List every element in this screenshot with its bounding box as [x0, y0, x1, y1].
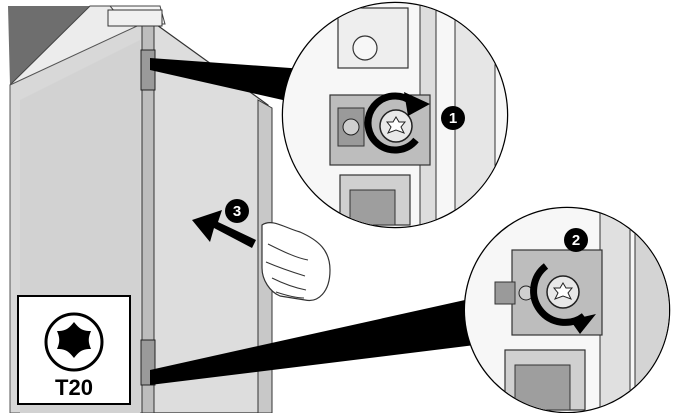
- callout-wedge-upper: [150, 58, 318, 105]
- step-2-badge: 2: [564, 228, 588, 252]
- rotation-arrowhead-upper: [404, 92, 430, 116]
- step-1-number: 1: [449, 110, 457, 127]
- upper-detail-callout: 1: [281, 1, 509, 229]
- torx-star-shape: [57, 322, 91, 358]
- rotation-arrowhead-lower: [570, 314, 596, 334]
- step-3-badge: 3: [225, 199, 249, 223]
- callout-wedge-lower: [150, 300, 475, 385]
- tool-indicator-box: T20: [17, 295, 131, 405]
- step-1-badge: 1: [441, 106, 465, 130]
- tool-label: T20: [55, 375, 93, 400]
- hand-illustration: [261, 221, 331, 302]
- step-2-number: 2: [572, 232, 580, 249]
- pull-arrow: [192, 210, 256, 248]
- lower-detail-callout: 2: [463, 206, 671, 413]
- top-hinge-bracket: [107, 9, 163, 27]
- rotation-arrow-upper: [364, 92, 419, 154]
- torx-socket-lower: [552, 282, 574, 300]
- step-3-number: 3: [233, 203, 241, 220]
- torx-socket-upper: [385, 116, 407, 134]
